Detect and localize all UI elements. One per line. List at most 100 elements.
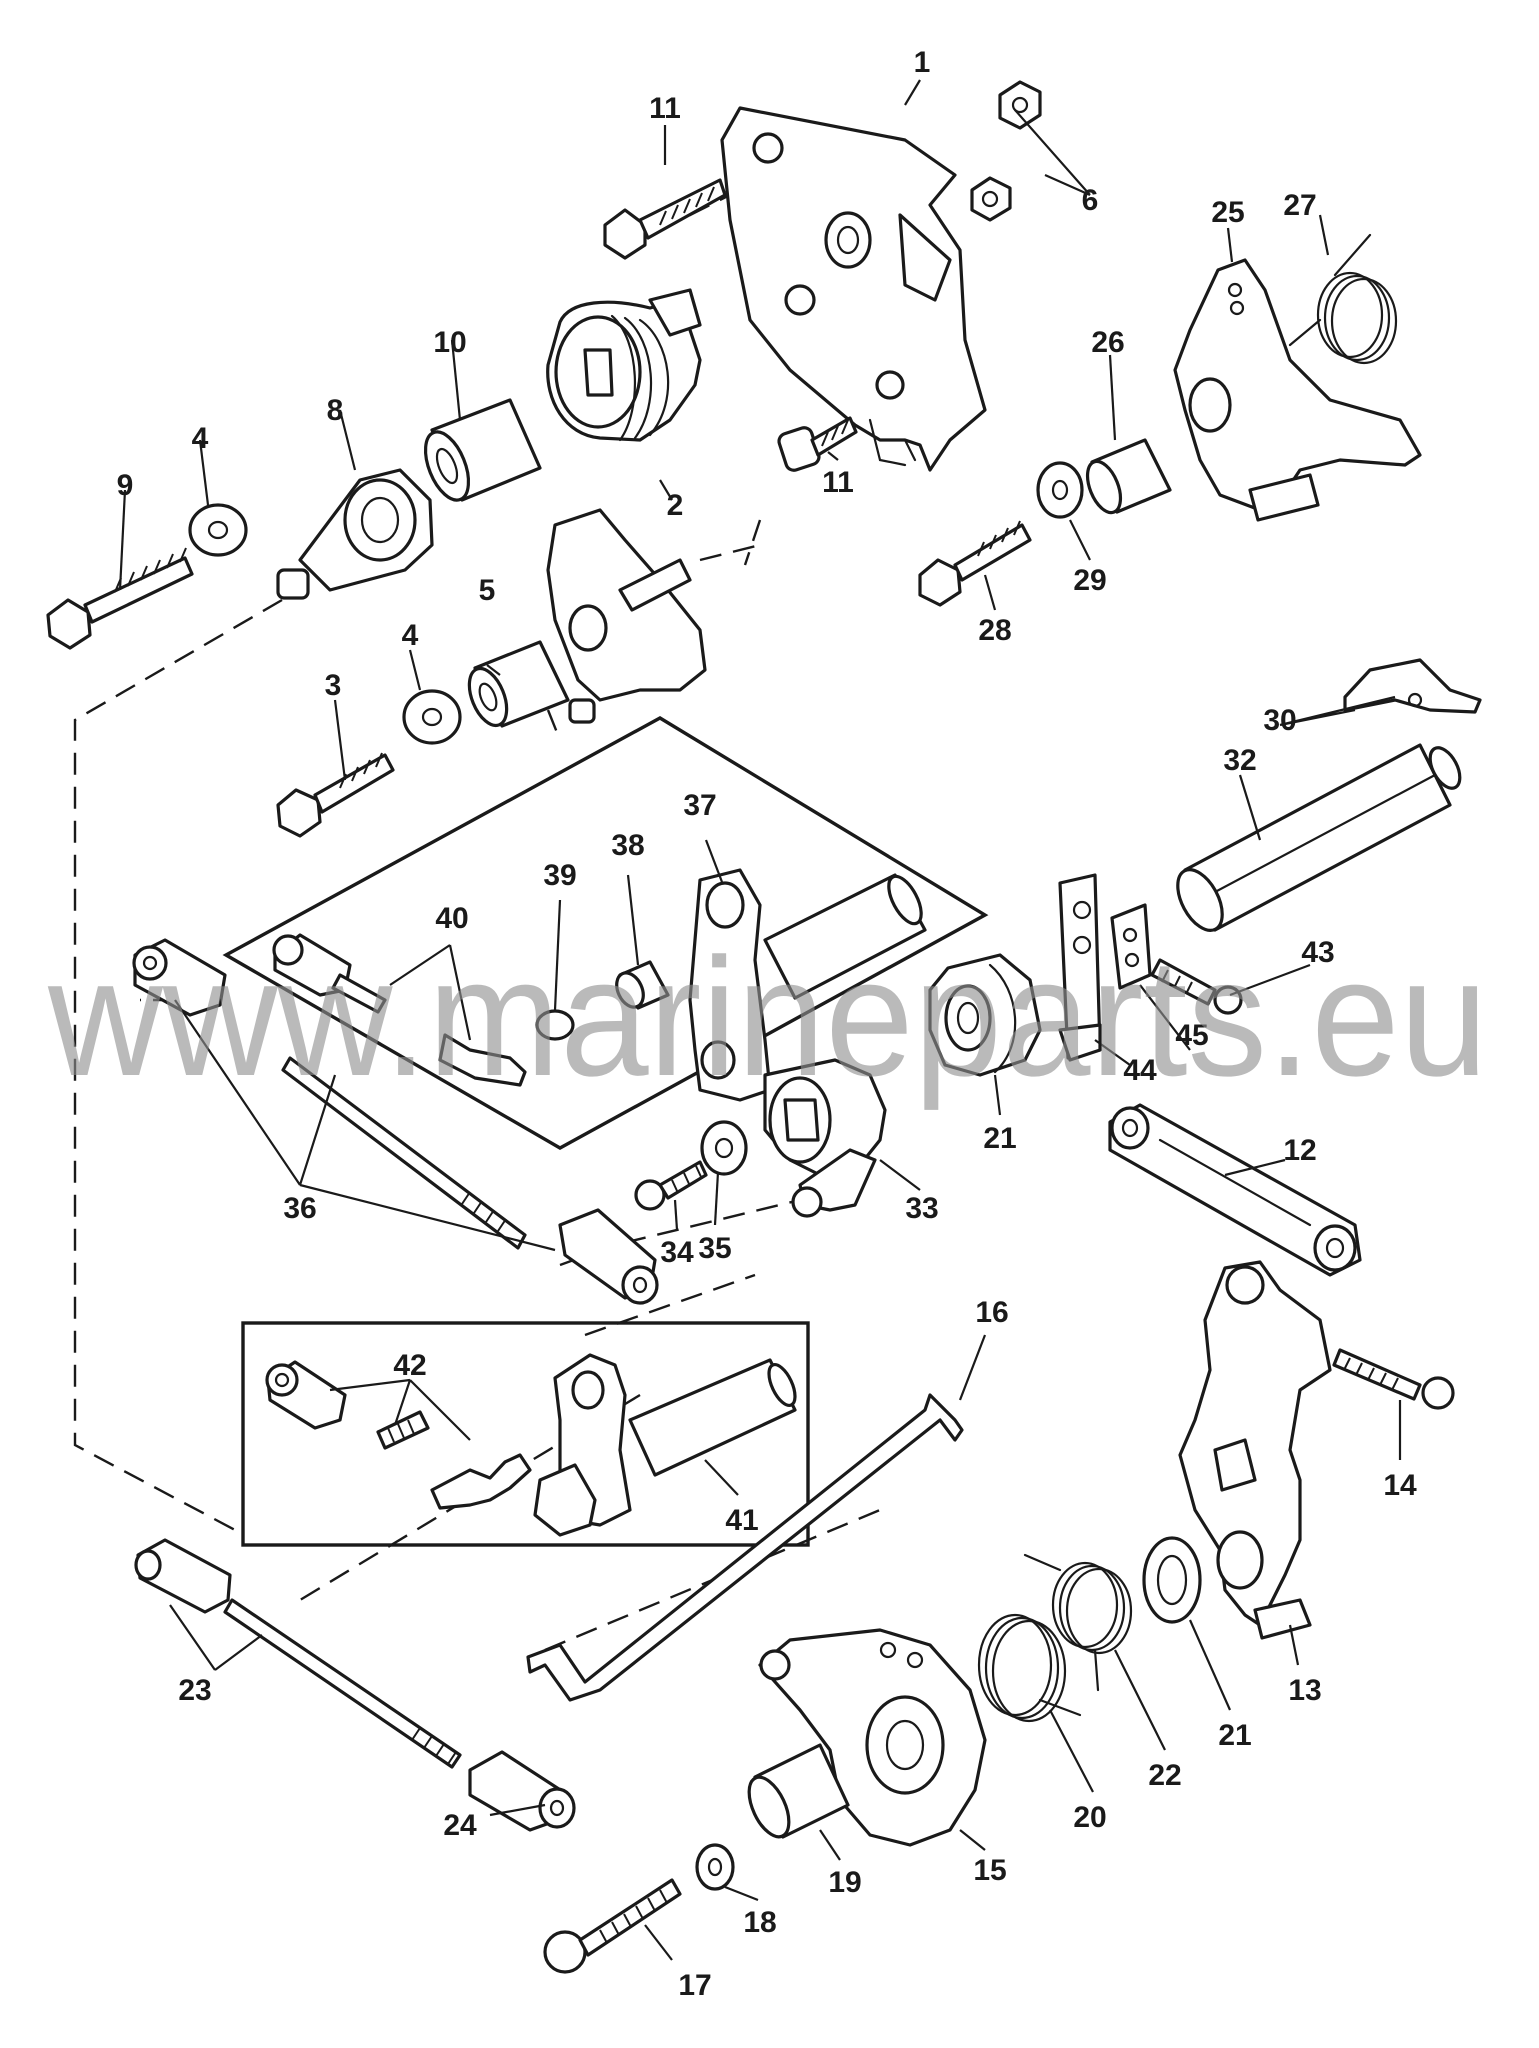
part-6-nut-lower xyxy=(970,176,1012,222)
part-30-retainer-clip xyxy=(1343,658,1482,714)
part-22-spring xyxy=(1023,1553,1133,1692)
part-6-nut-upper xyxy=(998,80,1042,130)
callout-28: 28 xyxy=(978,614,1011,647)
part-32-shaft xyxy=(1176,743,1462,932)
callout-34: 34 xyxy=(660,1236,694,1269)
callout-10: 10 xyxy=(433,326,466,359)
part-43-screw xyxy=(1150,958,1243,1015)
leader-lines xyxy=(118,79,1402,1961)
callout-20: 20 xyxy=(1073,1801,1106,1834)
callout-39: 39 xyxy=(543,859,576,892)
part-23-link-rod-lower xyxy=(134,1538,462,1769)
part-11-bolt-lower xyxy=(777,416,858,472)
callout-31: 21 xyxy=(983,1122,1016,1155)
callout-11-lower: 11 xyxy=(822,466,854,499)
callout-42: 42 xyxy=(393,1349,426,1382)
callout-11-upper: 11 xyxy=(649,92,681,125)
subassembly-box-lower xyxy=(241,1321,810,1547)
callout-16: 16 xyxy=(975,1296,1008,1329)
callout-17: 17 xyxy=(678,1969,711,2002)
callout-41: 41 xyxy=(725,1504,758,1537)
callout-6: 6 xyxy=(1082,184,1099,217)
callout-19: 19 xyxy=(828,1866,861,1899)
part-41-lever-shaft xyxy=(533,1353,797,1537)
part-27-torsion-spring xyxy=(1288,233,1398,365)
subassembly-box-upper xyxy=(222,716,989,1150)
watermark-text: www.marineparts.eu xyxy=(47,923,1488,1111)
part-5-bushing xyxy=(467,640,570,728)
part-37-lever-arm xyxy=(688,868,927,1102)
part-13-shift-bracket xyxy=(1178,1260,1332,1640)
part-44-strap xyxy=(1058,873,1102,1062)
callout-2: 2 xyxy=(667,489,684,522)
part-4-washer-upper xyxy=(188,503,248,557)
part-8-pivot-arm xyxy=(276,468,434,600)
part-31-housing xyxy=(928,953,1042,1077)
callout-23: 23 xyxy=(178,1674,211,1707)
part-42-rod-end-kit xyxy=(265,1360,532,1510)
part-3-bolt xyxy=(276,752,395,838)
callout-13: 13 xyxy=(1288,1674,1321,1707)
part-2-cam-drum xyxy=(546,288,702,442)
callout-5: 5 xyxy=(479,574,496,607)
part-28-bolt xyxy=(918,520,1032,607)
part-24-rod-end xyxy=(468,1750,576,1832)
callout-32: 32 xyxy=(1223,744,1256,777)
part-35-washer xyxy=(700,1120,748,1176)
part-20-spring xyxy=(977,1613,1082,1723)
callout-21-lower: 21 xyxy=(1218,1719,1251,1752)
part-34-screw xyxy=(634,1160,708,1211)
part-21-washer xyxy=(1142,1536,1202,1624)
callout-36: 36 xyxy=(283,1192,316,1225)
callout-18: 18 xyxy=(743,1906,776,1939)
callout-30: 30 xyxy=(1263,704,1296,737)
part-11-bolt-upper xyxy=(603,178,727,260)
part-33-cam-housing xyxy=(763,1058,887,1218)
callout-3: 3 xyxy=(325,669,342,702)
callout-numbers: 1 11 6 25 27 26 11 2 10 8 4 9 29 28 30 3… xyxy=(117,46,1417,2002)
callout-33: 33 xyxy=(905,1192,938,1225)
callout-27: 27 xyxy=(1283,189,1316,222)
part-17-bolt xyxy=(543,1878,682,1974)
part-12-link-rod xyxy=(1108,1103,1362,1277)
part-9-long-bolt xyxy=(46,547,194,650)
callout-15: 15 xyxy=(973,1854,1006,1887)
callout-45: 45 xyxy=(1175,1019,1208,1052)
part-18-washer xyxy=(695,1843,735,1891)
callout-22: 22 xyxy=(1148,1759,1181,1792)
callout-29: 29 xyxy=(1073,564,1106,597)
part-26-spacer xyxy=(1085,438,1172,515)
callout-43: 43 xyxy=(1301,936,1334,969)
part-40-rod-end-set xyxy=(272,933,527,1087)
callout-9: 9 xyxy=(117,469,134,502)
part-19-bushing xyxy=(747,1743,850,1839)
part-10-bushing xyxy=(423,398,542,502)
part-38-collar xyxy=(615,960,670,1010)
part-4-washer-lower xyxy=(402,689,462,745)
callout-4-upper: 4 xyxy=(192,422,209,455)
callout-4-lower: 4 xyxy=(402,619,419,652)
part-25-throttle-lever xyxy=(1173,258,1422,522)
part-cam-block xyxy=(546,508,707,724)
part-36-link-rod xyxy=(132,938,659,1305)
part-39-ball xyxy=(535,1009,575,1041)
part-15-cam-plate xyxy=(758,1628,987,1847)
callout-14: 14 xyxy=(1383,1469,1417,1502)
callout-24: 24 xyxy=(443,1809,477,1842)
part-16-shift-rod xyxy=(526,1393,964,1702)
callout-26: 26 xyxy=(1091,326,1124,359)
callout-37: 37 xyxy=(683,789,716,822)
part-29-washer xyxy=(1036,461,1084,519)
callout-44: 44 xyxy=(1123,1054,1157,1087)
part-14-screw xyxy=(1332,1348,1455,1410)
part-1-control-plate xyxy=(720,106,987,472)
callout-25: 25 xyxy=(1211,196,1244,229)
callout-1: 1 xyxy=(914,46,931,79)
part-45-plate xyxy=(1110,903,1152,990)
callout-12: 12 xyxy=(1283,1134,1316,1167)
callout-35: 35 xyxy=(698,1232,731,1265)
callout-40: 40 xyxy=(435,902,468,935)
callout-38: 38 xyxy=(611,829,644,862)
callout-8: 8 xyxy=(327,394,344,427)
